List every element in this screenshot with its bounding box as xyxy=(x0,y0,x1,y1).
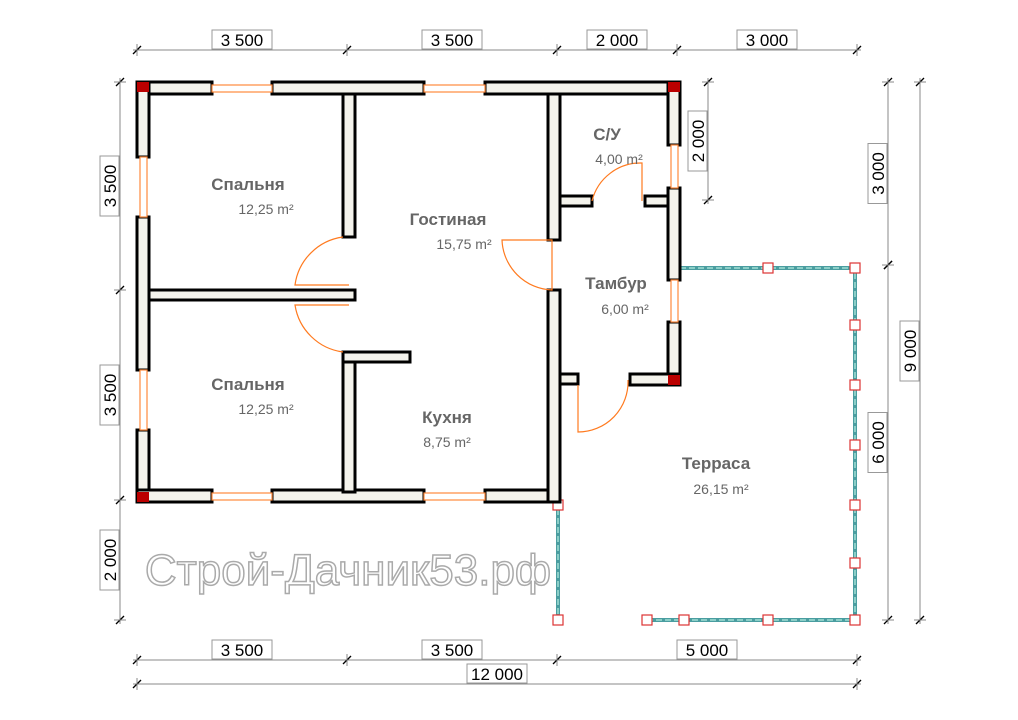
wall-segment xyxy=(546,288,562,504)
dimension-box xyxy=(421,639,483,660)
dimension-label: 3 000 xyxy=(869,152,888,195)
window xyxy=(423,84,486,93)
wall-corner-marker xyxy=(668,375,680,385)
room-labels: Спальня 12,25 m² Гостиная 15,75 m² С/У 4… xyxy=(211,125,750,497)
room-area: 4,00 m² xyxy=(595,151,643,167)
walls xyxy=(135,80,682,504)
terrace-post xyxy=(678,614,690,626)
wall-segment xyxy=(147,288,357,302)
dimension-label: 12 000 xyxy=(471,665,523,684)
room-name: Спальня xyxy=(211,375,284,394)
terrace-post xyxy=(762,614,774,626)
wall-segment xyxy=(666,186,682,282)
terrace-post xyxy=(849,439,861,451)
room-name: Тамбур xyxy=(585,274,647,293)
dimension-box xyxy=(676,639,738,660)
door-entrance xyxy=(577,379,629,433)
dimension-label: 2 000 xyxy=(689,120,708,163)
dimension-label: 3 500 xyxy=(431,31,474,50)
dimension-box xyxy=(421,29,483,50)
room-area: 26,15 m² xyxy=(693,481,749,497)
room-name: Спальня xyxy=(211,175,284,194)
dimension-box xyxy=(586,29,648,50)
room-area: 15,75 m² xyxy=(436,236,492,252)
wall-segment xyxy=(643,194,670,208)
wall-segment xyxy=(558,372,580,386)
terrace-rail-inner xyxy=(557,267,856,621)
room-name: С/У xyxy=(593,125,621,144)
room-name: Гостиная xyxy=(410,210,487,229)
terrace-rail xyxy=(556,266,857,622)
dimension-box xyxy=(99,529,120,591)
window xyxy=(211,84,273,93)
wall-segment xyxy=(546,92,562,242)
dimension-labels: 3 500 3 500 2 000 3 000 3 500 3 500 5 000 12 00… xyxy=(99,29,920,684)
terrace-post xyxy=(552,614,564,626)
dimension-box xyxy=(736,29,798,50)
window xyxy=(139,156,148,218)
room-area: 12,25 m² xyxy=(238,401,294,417)
room-area: 8,75 m² xyxy=(423,434,471,450)
dimension-label: 5 000 xyxy=(686,641,729,660)
dimension-label: 2 000 xyxy=(596,31,639,50)
dimension-box xyxy=(211,639,273,660)
wall-segment xyxy=(483,80,682,96)
door-bedroom2 xyxy=(294,304,349,353)
room-area: 6,00 m² xyxy=(601,301,649,317)
room-name: Терраса xyxy=(682,454,751,473)
wall-segment xyxy=(341,92,357,239)
dimension-label: 3 000 xyxy=(746,31,789,50)
wall-segment xyxy=(558,194,594,208)
wall-segment xyxy=(341,350,412,364)
door-bathroom xyxy=(591,162,643,202)
room-name: Кухня xyxy=(422,408,472,427)
room-area: 12,25 m² xyxy=(238,201,294,217)
dimension-lines xyxy=(114,44,926,690)
watermark: Строй-Дачник53.рф xyxy=(145,546,551,595)
terrace-post xyxy=(849,499,861,511)
dimension-label: 3 500 xyxy=(221,641,264,660)
wall-segment xyxy=(341,350,357,494)
window xyxy=(211,492,273,501)
window xyxy=(670,144,679,189)
door-living-tambur xyxy=(501,239,553,291)
dimension-box xyxy=(211,29,273,50)
terrace-post xyxy=(849,379,861,391)
dimension-box xyxy=(899,320,920,382)
doors xyxy=(294,162,643,433)
dimension-label: 6 000 xyxy=(869,421,888,464)
wall-segment xyxy=(270,80,426,96)
wall-corner-marker xyxy=(137,82,149,92)
dimension-box xyxy=(466,663,528,684)
dimension-label: 3 500 xyxy=(221,31,264,50)
terrace-post xyxy=(641,614,653,626)
terrace-post xyxy=(849,614,861,626)
dimension-label: 3 500 xyxy=(431,641,474,660)
terrace-post xyxy=(849,262,861,274)
dimension-label: 2 000 xyxy=(101,539,120,582)
terrace-post xyxy=(849,319,861,331)
dimension-box xyxy=(867,143,888,204)
dimension-label: 9 000 xyxy=(901,330,920,373)
dimension-label: 3 500 xyxy=(101,374,120,417)
wall-segment xyxy=(135,80,151,159)
terrace-post xyxy=(762,262,774,274)
wall-corner-marker xyxy=(137,492,149,502)
terrace-railing xyxy=(552,262,861,626)
door-bedroom1 xyxy=(294,236,349,286)
dimension-box xyxy=(99,364,120,426)
window xyxy=(423,492,486,501)
dimension-box xyxy=(867,412,888,473)
dimension-box xyxy=(687,110,708,172)
dimension-label: 3 500 xyxy=(101,165,120,208)
wall-corner-marker xyxy=(668,82,680,92)
window xyxy=(670,279,679,323)
wall-segment xyxy=(135,215,151,372)
dimension-box xyxy=(99,155,120,217)
window xyxy=(139,369,148,431)
terrace-post xyxy=(849,557,861,569)
